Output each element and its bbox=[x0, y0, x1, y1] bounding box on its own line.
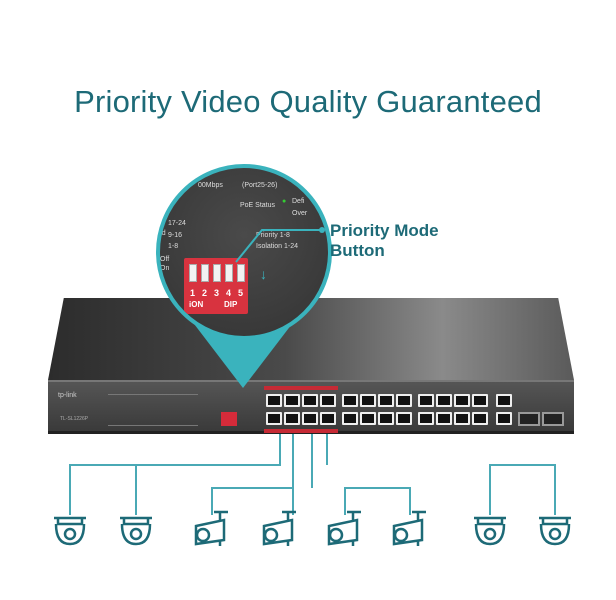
poe-status-label: PoE Status bbox=[240, 202, 276, 209]
headline: Priority Video Quality Guaranteed bbox=[74, 84, 542, 119]
ethernet-port[interactable] bbox=[342, 394, 358, 407]
ports-label: (Port25-26) bbox=[242, 182, 278, 189]
bullet-camera-icon bbox=[323, 510, 367, 555]
switch-front-panel: tp-link TL-SL1226P bbox=[48, 380, 574, 434]
range-label: 1-8 bbox=[168, 243, 179, 250]
callout-line: Priority Mode bbox=[330, 221, 439, 240]
ethernet-port[interactable] bbox=[472, 412, 488, 425]
uplink-port[interactable] bbox=[496, 412, 512, 425]
ethernet-port[interactable] bbox=[284, 394, 300, 407]
ethernet-port[interactable] bbox=[418, 412, 434, 425]
ethernet-port[interactable] bbox=[454, 412, 470, 425]
dip-number: 3 bbox=[214, 288, 220, 298]
switch-top bbox=[48, 298, 574, 380]
off-label: Off bbox=[160, 256, 170, 263]
dip-number: 2 bbox=[202, 288, 208, 298]
ethernet-port[interactable] bbox=[302, 394, 318, 407]
led-label: Defi bbox=[292, 198, 305, 205]
priority-label: Priority 1-8 bbox=[256, 232, 290, 239]
ethernet-port[interactable] bbox=[342, 412, 358, 425]
callout-line: Button bbox=[330, 241, 385, 260]
speed-label: 00Mbps bbox=[198, 182, 223, 189]
bullet-camera-icon bbox=[190, 510, 234, 555]
ethernet-port[interactable] bbox=[320, 394, 336, 407]
ethernet-port[interactable] bbox=[360, 394, 376, 407]
ethernet-port[interactable] bbox=[436, 412, 452, 425]
dip-number: 4 bbox=[226, 288, 232, 298]
range-label: 9-16 bbox=[168, 232, 183, 239]
ethernet-port[interactable] bbox=[302, 412, 318, 425]
ethernet-port[interactable] bbox=[396, 394, 412, 407]
ethernet-port[interactable] bbox=[378, 394, 394, 407]
dip-number: 5 bbox=[238, 288, 244, 298]
ethernet-port[interactable] bbox=[284, 412, 300, 425]
dome-camera-icon bbox=[468, 510, 512, 555]
dome-camera-icon bbox=[48, 510, 92, 555]
ethernet-port[interactable] bbox=[454, 394, 470, 407]
bullet-camera-icon bbox=[388, 510, 432, 555]
model-label: TL-SL1226P bbox=[60, 416, 89, 422]
arrow-down-icon: ↓ bbox=[260, 266, 267, 282]
magnifier-circle: 00Mbps (Port25-26) 26) PoE Status ● Defi… bbox=[156, 164, 332, 340]
dip-switch-magnified[interactable]: 1 2 3 4 5 iON DIP bbox=[184, 258, 248, 314]
priority-port-marker bbox=[264, 386, 338, 390]
led-panel bbox=[108, 394, 198, 426]
ethernet-port[interactable] bbox=[436, 394, 452, 407]
isolation-label: Isolation 1-24 bbox=[256, 243, 299, 250]
on-label: On bbox=[160, 265, 170, 272]
sfp-port[interactable] bbox=[518, 412, 540, 426]
led-label: Over bbox=[292, 210, 308, 217]
ethernet-port[interactable] bbox=[472, 394, 488, 407]
dome-camera-icon bbox=[533, 510, 577, 555]
ethernet-port[interactable] bbox=[266, 412, 282, 425]
dip-switch[interactable] bbox=[221, 412, 237, 426]
bullet-camera-icon bbox=[258, 510, 302, 555]
ethernet-port[interactable] bbox=[360, 412, 376, 425]
port-label: 26) bbox=[164, 196, 175, 203]
priority-mode-callout: Priority Mode Button bbox=[330, 221, 439, 261]
dome-camera-icon bbox=[114, 510, 158, 555]
uplink-port[interactable] bbox=[496, 394, 512, 407]
dip-number: 1 bbox=[190, 288, 196, 298]
ethernet-port[interactable] bbox=[320, 412, 336, 425]
priority-port-marker bbox=[264, 429, 338, 433]
ethernet-port[interactable] bbox=[266, 394, 282, 407]
ethernet-port[interactable] bbox=[418, 394, 434, 407]
ethernet-port[interactable] bbox=[378, 412, 394, 425]
dip-label: DIP bbox=[224, 300, 238, 309]
sfp-port[interactable] bbox=[542, 412, 564, 426]
ethernet-port[interactable] bbox=[396, 412, 412, 425]
ion-label: iON bbox=[189, 300, 204, 309]
band-label: and bbox=[157, 230, 166, 237]
tplink-logo: tp-link bbox=[58, 392, 77, 399]
range-label: 17-24 bbox=[168, 220, 186, 227]
